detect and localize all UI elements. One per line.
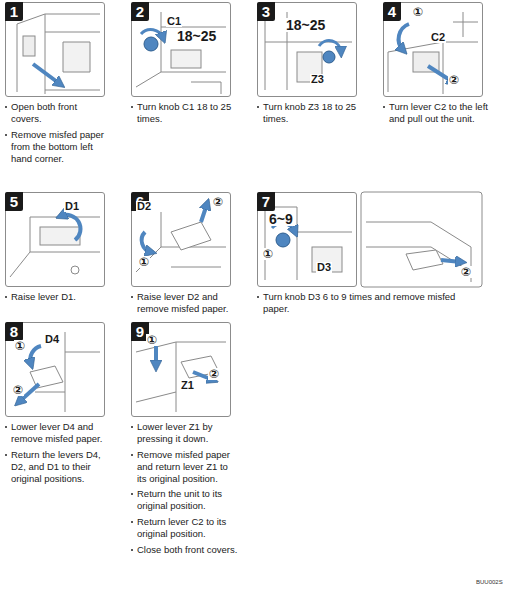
caption-item: Remove misfed paper and return lever Z1 … — [131, 449, 239, 485]
bullet-dot — [131, 106, 133, 108]
instruction-text: Return the levers D4, D2, and D1 to thei… — [11, 449, 109, 485]
bullet-dot — [131, 454, 133, 456]
bullet-dot — [5, 296, 7, 298]
part-label: ② — [212, 196, 224, 208]
bullet-dot — [131, 296, 133, 298]
part-label: 18~25 — [285, 18, 326, 32]
caption-item: Turn lever C2 to the left and pull out t… — [383, 101, 495, 125]
instruction-text: Close both front covers. — [137, 544, 239, 556]
caption-list: Raise lever D2 and remove misfed paper. — [131, 291, 235, 319]
part-label: D2 — [136, 201, 152, 212]
caption-item: Lower lever D4 and remove misfed paper. — [5, 421, 109, 445]
part-label: 6~9 — [268, 212, 294, 226]
step-panel: 7 — [257, 192, 357, 287]
part-label: 18~25 — [176, 29, 217, 43]
bullet-dot — [131, 521, 133, 523]
instruction-text: Return the unit to its original position… — [137, 488, 239, 512]
bullet-dot — [257, 296, 259, 298]
part-label: ① — [146, 334, 158, 346]
caption-item: Raise lever D2 and remove misfed paper. — [131, 291, 235, 315]
step-panel: 4 — [383, 2, 483, 97]
caption-list: Turn lever C2 to the left and pull out t… — [383, 101, 495, 129]
part-label: ② — [208, 368, 220, 380]
part-label: Z1 — [180, 380, 195, 391]
caption-item: Return the levers D4, D2, and D1 to thei… — [5, 449, 109, 485]
caption-list: Turn knob D3 6 to 9 times and remove mis… — [257, 291, 472, 319]
step-panel: 3 — [257, 2, 357, 97]
instruction-text: Lower lever D4 and remove misfed paper. — [11, 421, 109, 445]
step-panel: 5 — [5, 192, 105, 287]
step-number: 7 — [257, 192, 275, 211]
part-label: ① — [138, 256, 150, 268]
bullet-dot — [131, 426, 133, 428]
figure-code: BUU002S — [476, 579, 503, 585]
bullet-dot — [5, 134, 7, 136]
instruction-text: Remove misfed paper from the bottom left… — [11, 129, 109, 165]
part-label: D1 — [64, 201, 80, 212]
step-number: 8 — [5, 322, 23, 341]
instruction-text: Turn knob D3 6 to 9 times and remove mis… — [263, 291, 472, 315]
part-label: D3 — [316, 262, 332, 273]
instruction-text: Turn lever C2 to the left and pull out t… — [389, 101, 495, 125]
caption-list: Open both front covers. Remove misfed pap… — [5, 101, 109, 168]
step-number: 2 — [131, 2, 149, 21]
caption-list: Raise lever D1. — [5, 291, 109, 307]
bullet-dot — [131, 549, 133, 551]
step-panel: 1 — [5, 2, 105, 97]
caption-list: Lower lever D4 and remove misfed paper. R… — [5, 421, 109, 488]
part-label: ② — [448, 74, 460, 86]
part-label: D4 — [44, 334, 60, 345]
instruction-text: Remove misfed paper and return lever Z1 … — [137, 449, 239, 485]
caption-item: Turn knob C1 18 to 25 times. — [131, 101, 235, 125]
caption-item: Lower lever Z1 by pressing it down. — [131, 421, 239, 445]
step-number: 4 — [383, 2, 401, 21]
instruction-text: Return lever C2 to its original position… — [137, 516, 239, 540]
caption-item: Raise lever D1. — [5, 291, 109, 303]
bullet-dot — [5, 426, 7, 428]
caption-item: Turn knob Z3 18 to 25 times. — [257, 101, 361, 125]
caption-item: Close both front covers. — [131, 544, 239, 556]
instruction-text: Turn knob C1 18 to 25 times. — [137, 101, 235, 125]
instruction-text: Lower lever Z1 by pressing it down. — [137, 421, 239, 445]
caption-item: Turn knob D3 6 to 9 times and remove mis… — [257, 291, 472, 315]
bullet-dot — [257, 106, 259, 108]
caption-item: Return the unit to its original position… — [131, 488, 239, 512]
step-number: 3 — [257, 2, 275, 21]
part-label: ① — [14, 340, 26, 352]
caption-list: Turn knob C1 18 to 25 times. — [131, 101, 235, 129]
bullet-dot — [5, 454, 7, 456]
caption-item: Return lever C2 to its original position… — [131, 516, 239, 540]
caption-list: Lower lever Z1 by pressing it down. Remov… — [131, 421, 239, 560]
part-label: C1 — [166, 16, 182, 27]
part-label: C2 — [430, 32, 446, 43]
step-number: 5 — [5, 192, 23, 211]
caption-list: Turn knob Z3 18 to 25 times. — [257, 101, 361, 129]
part-label: ① — [262, 248, 274, 260]
instruction-text: Turn knob Z3 18 to 25 times. — [263, 101, 361, 125]
instruction-text: Open both front covers. — [11, 101, 109, 125]
instruction-text: Raise lever D1. — [11, 291, 109, 303]
bullet-dot — [383, 106, 385, 108]
bullet-dot — [5, 106, 7, 108]
part-label: ② — [460, 266, 472, 278]
caption-item: Open both front covers. — [5, 101, 109, 125]
part-label: ② — [12, 384, 24, 396]
part-label: Z3 — [310, 74, 325, 85]
bullet-dot — [131, 493, 133, 495]
step-number: 1 — [5, 2, 23, 21]
caption-item: Remove misfed paper from the bottom left… — [5, 129, 109, 165]
part-label: ① — [412, 6, 424, 18]
instruction-text: Raise lever D2 and remove misfed paper. — [137, 291, 235, 315]
